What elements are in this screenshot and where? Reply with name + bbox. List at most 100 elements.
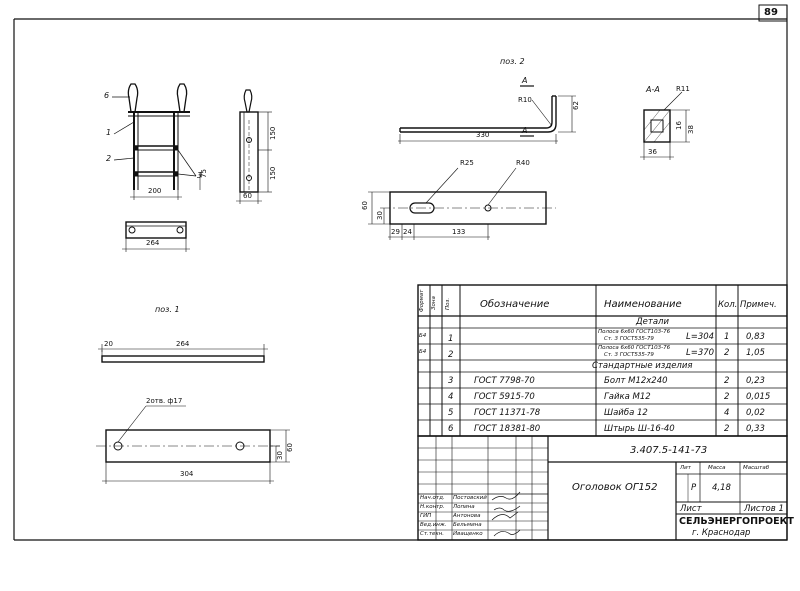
row6-name: Штырь Ш-16-40 (604, 424, 675, 434)
row1-name-suffix: L=304 (686, 332, 715, 342)
dim-16: 16 (675, 121, 683, 130)
pos1-side-view (98, 344, 268, 363)
row3-note: 0,23 (746, 376, 765, 386)
row2-format: Б4 (419, 349, 427, 355)
col-zone: Зона (431, 296, 437, 310)
pos2-side-view (398, 85, 576, 144)
dim-60-pos1: 60 (286, 443, 294, 452)
row1-note: 0,83 (746, 332, 765, 342)
section-aa-title: А-А (646, 85, 660, 94)
sheet-number: 89 (764, 7, 778, 18)
row1-pos: 1 (448, 334, 454, 344)
dim-38: 38 (687, 125, 695, 134)
callout-6: 6 (104, 91, 110, 100)
person-role-4: Вед.инж. (420, 522, 447, 528)
lit-label: Лит (680, 465, 691, 471)
col-designation: Обозначение (480, 299, 550, 310)
pos2-plan-view (368, 167, 556, 240)
row1-name-line1: Полоса 6х60 ГОСТ103-76 (598, 329, 671, 335)
row6-designation: ГОСТ 18381-80 (474, 424, 541, 434)
callout-1: 1 (106, 128, 112, 137)
org-city: г. Краснодар (692, 528, 751, 538)
dim-200: 200 (148, 187, 162, 195)
dim-r40: R40 (516, 159, 530, 167)
person-name-3: Антонова (453, 513, 481, 519)
row2-name-suffix: L=370 (686, 348, 715, 358)
row5-name: Шайба 12 (604, 408, 648, 418)
scale-label: Масштаб (743, 465, 770, 471)
row1-name-line2: Ст. 3 ГОСТ535-79 (604, 336, 654, 342)
dim-75: 75 (200, 169, 208, 178)
dim-60-pos2: 60 (361, 201, 369, 210)
dim-150-top: 150 (269, 126, 277, 140)
dim-150-bottom: 150 (269, 166, 277, 180)
row6-pos: 6 (448, 424, 454, 434)
section-mark-bottom: А (522, 126, 528, 135)
section-aa-view (640, 91, 690, 160)
row4-pos: 4 (448, 392, 454, 402)
dim-264-pos1: 264 (176, 340, 190, 348)
row2-name-line2: Ст. 3 ГОСТ535-79 (604, 352, 654, 358)
pos1-plan-view (96, 405, 290, 484)
dim-30-pos1: 30 (276, 451, 284, 460)
title-block-lines (417, 435, 788, 541)
dim-330: 330 (476, 131, 490, 139)
assembly-view (112, 83, 201, 200)
dim-62: 62 (572, 101, 580, 110)
person-name-1: Постовский (453, 495, 487, 501)
row2-note: 1,05 (746, 348, 765, 358)
row4-qty: 2 (724, 392, 730, 402)
row3-qty: 2 (724, 376, 730, 386)
row4-note: 0,015 (746, 392, 771, 402)
org-name: СЕЛЬЭНЕРГОПРОЕКТ (679, 516, 794, 527)
col-pos: Поз. (445, 297, 451, 310)
row3-designation: ГОСТ 7798-70 (474, 376, 535, 386)
person-role-1: Нач.отд. (420, 495, 445, 501)
sheet-label: Лист (680, 504, 702, 514)
col-note: Примеч. (740, 300, 777, 310)
person-role-2: Н.контр. (420, 504, 445, 510)
row1-format: Б4 (419, 333, 427, 339)
lit-value: Р (691, 483, 697, 493)
pos2-title: поз. 2 (500, 57, 525, 66)
doc-code: 3.407.5-141-73 (630, 445, 708, 456)
dim-r10: R10 (518, 96, 532, 104)
row3-name: Болт М12х240 (604, 376, 668, 386)
row5-pos: 5 (448, 408, 454, 418)
dim-60-side: 60 (243, 192, 252, 200)
callout-3: 3 (197, 171, 203, 180)
dim-36: 36 (648, 148, 657, 156)
dim-r11: R11 (676, 85, 690, 93)
section-parts: Детали (636, 317, 669, 327)
product-name: Оголовок ОГ152 (572, 482, 658, 493)
person-name-5: Иващенко (453, 531, 483, 537)
row1-qty: 1 (724, 332, 730, 342)
person-name-2: Лопина (453, 504, 475, 510)
section-standard: Стандартные изделия (592, 361, 693, 371)
row5-designation: ГОСТ 11371-78 (474, 408, 541, 418)
row4-name: Гайка М12 (604, 392, 651, 402)
mass-value: 4,18 (712, 483, 731, 493)
dim-133: 133 (452, 228, 466, 236)
row6-note: 0,33 (746, 424, 765, 434)
assembly-side-view (236, 89, 272, 204)
section-mark-top: А (522, 76, 528, 85)
dim-20: 20 (104, 340, 113, 348)
dim-holes: 2отв. ф17 (146, 397, 183, 405)
row2-qty: 2 (724, 348, 730, 358)
pos1-title: поз. 1 (155, 305, 180, 314)
dim-304: 304 (180, 470, 194, 478)
dim-264: 264 (146, 239, 160, 247)
row4-designation: ГОСТ 5915-70 (474, 392, 535, 402)
dim-30-pos2: 30 (376, 211, 384, 220)
dim-r25: R25 (460, 159, 474, 167)
row5-qty: 4 (724, 408, 730, 418)
person-name-4: Бельмина (453, 522, 482, 528)
sheets-label: Листов 1 (744, 504, 784, 514)
row2-pos: 2 (448, 350, 454, 360)
person-role-3: ГИП (420, 513, 432, 519)
person-role-5: Ст.техн. (420, 531, 444, 537)
row3-pos: 3 (448, 376, 454, 386)
